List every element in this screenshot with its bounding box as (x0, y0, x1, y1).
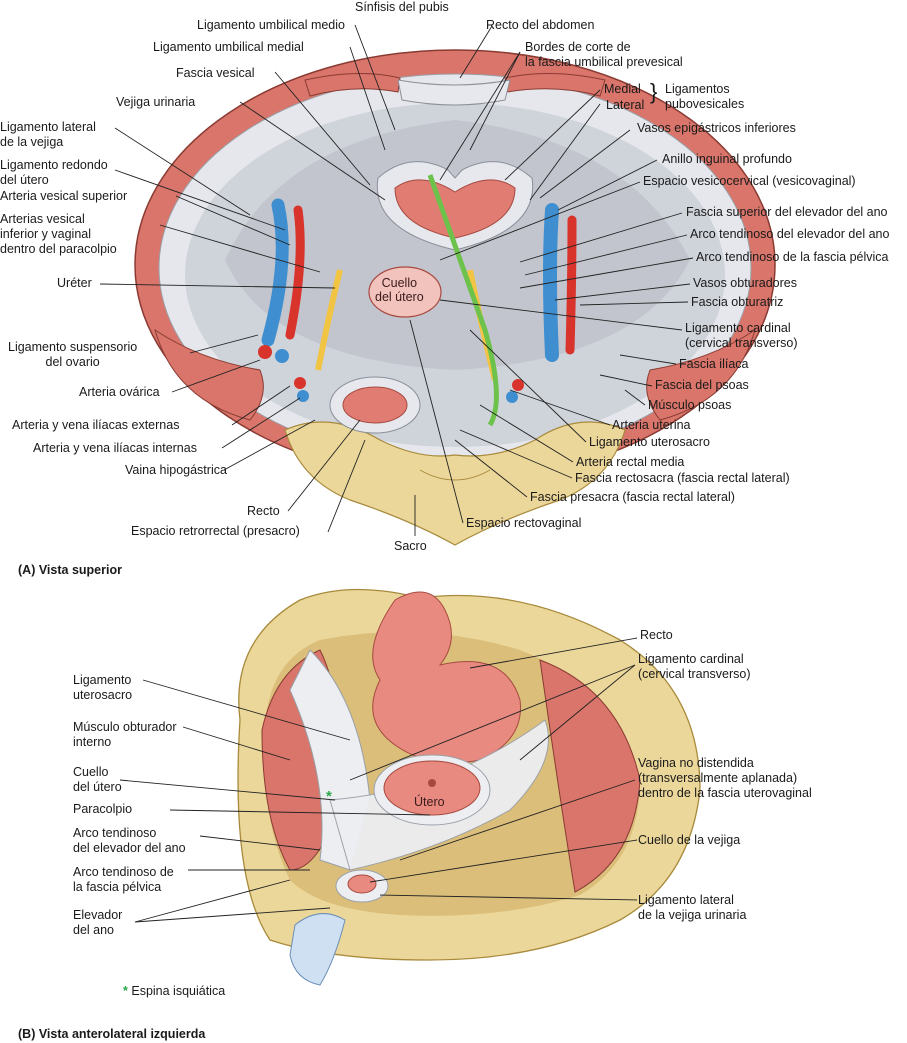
label-fascia-vesical: Fascia vesical (176, 66, 255, 80)
label-elevador: Elevador del ano (73, 908, 123, 937)
label-fascia-sup-elev: Fascia superior del elevador del ano (686, 205, 888, 219)
label-lig-lateral-vejiga: Ligamento lateral de la vejiga (0, 120, 96, 149)
label-fascia-iliaca: Fascia ilíaca (679, 357, 749, 371)
label-arco-elev-a: Arco tendinoso del elevador del ano (690, 227, 890, 241)
label-arco-elev-b: Arco tendinoso del elevador del ano (73, 826, 186, 855)
label-art-vesical-sup: Arteria vesical superior (0, 189, 128, 203)
label-vagina: Vagina no distendida (transversalmente a… (638, 756, 812, 800)
panel-b-drawing (237, 588, 701, 986)
label-musculo-psoas: Músculo psoas (648, 398, 732, 412)
label-recto-a: Recto (247, 504, 280, 518)
label-anillo: Anillo inguinal profundo (662, 152, 792, 166)
label-lig-uterosacro-b: Ligamento uterosacro (73, 673, 133, 702)
label-vejiga: Vejiga urinaria (116, 95, 196, 109)
label-lig-lat-vejiga: Ligamento lateral de la vejiga urinaria (638, 893, 747, 922)
label-lig-pubovesicales: Ligamentos pubovesicales (665, 82, 745, 111)
label-recto-abdomen: Recto del abdomen (486, 18, 595, 32)
label-iliacas-ext: Arteria y vena ilíacas externas (12, 418, 180, 432)
label-recto-b: Recto (640, 628, 673, 642)
brace-pubovesicales: } (650, 79, 658, 104)
label-fascia-psoas: Fascia del psoas (655, 378, 749, 392)
label-vaina: Vaina hipogástrica (125, 463, 227, 477)
label-lig-umb-medial: Ligamento umbilical medial (153, 40, 304, 54)
leader-lines (99, 24, 694, 923)
label-art-rectal: Arteria rectal media (576, 455, 685, 469)
label-esp-rectovaginal: Espacio rectovaginal (466, 516, 582, 530)
panel-a-drawing (134, 49, 776, 546)
label-lig-cardinal-a: Ligamento cardinal (cervical transverso) (685, 321, 798, 350)
label-fascia-obt: Fascia obturatriz (691, 295, 784, 309)
label-lig-suspensorio: Ligamento suspensorio del ovario (8, 340, 138, 369)
label-lig-redondo: Ligamento redondo del útero (0, 158, 108, 187)
label-bordes-corte: Bordes de corte de la fascia umbilical p… (525, 40, 683, 69)
label-obturador: Músculo obturador interno (73, 720, 177, 749)
label-vasos-obt: Vasos obturadores (693, 276, 797, 290)
caption-panel-a: (A) Vista superior (18, 563, 122, 577)
label-fascia-rectosacra: Fascia rectosacra (fascia rectal lateral… (575, 471, 790, 485)
label-arco-fascia-b: Arco tendinoso de la fascia pélvica (73, 865, 174, 894)
label-sinfisis: Sínfisis del pubis (355, 0, 449, 14)
legend-espina: * Espina isquiática (123, 984, 226, 998)
label-medial: Medial (604, 82, 641, 96)
cervix-label-a: Cuello del útero (375, 276, 424, 304)
uterus-label-b: Útero (414, 795, 445, 809)
label-sacro: Sacro (394, 539, 427, 553)
label-iliacas-int: Arteria y vena ilíacas internas (33, 441, 197, 455)
label-art-ovarica: Arteria ovárica (79, 385, 160, 399)
label-paracolpio: Paracolpio (73, 802, 133, 816)
label-lig-cardinal-b: Ligamento cardinal (cervical transverso) (638, 652, 751, 681)
label-lateral: Lateral (606, 98, 645, 112)
label-cuello-utero-b: Cuello del útero (73, 765, 122, 794)
label-arco-fascia-a: Arco tendinoso de la fascia pélvica (696, 250, 889, 264)
label-ureter: Uréter (57, 276, 92, 290)
label-esp-vesicocervical: Espacio vesicocervical (vesicovaginal) (643, 174, 856, 188)
label-art-vesical-inf: Arterias vesical inferior y vaginal dent… (0, 212, 117, 256)
caption-panel-b: (B) Vista anterolateral izquierda (18, 1027, 206, 1041)
label-lig-umb-medio: Ligamento umbilical medio (197, 18, 345, 32)
label-esp-retrorrectal: Espacio retrorrectal (presacro) (131, 524, 300, 538)
ischial-spine-marker: * (326, 788, 332, 805)
label-art-uterina: Arteria uterina (612, 418, 691, 432)
label-vasos-epig: Vasos epigástricos inferiores (637, 121, 796, 135)
label-cuello-vejiga: Cuello de la vejiga (638, 833, 741, 847)
label-lig-uterosacro-a: Ligamento uterosacro (589, 435, 710, 449)
label-fascia-presacra: Fascia presacra (fascia rectal lateral) (530, 490, 735, 504)
